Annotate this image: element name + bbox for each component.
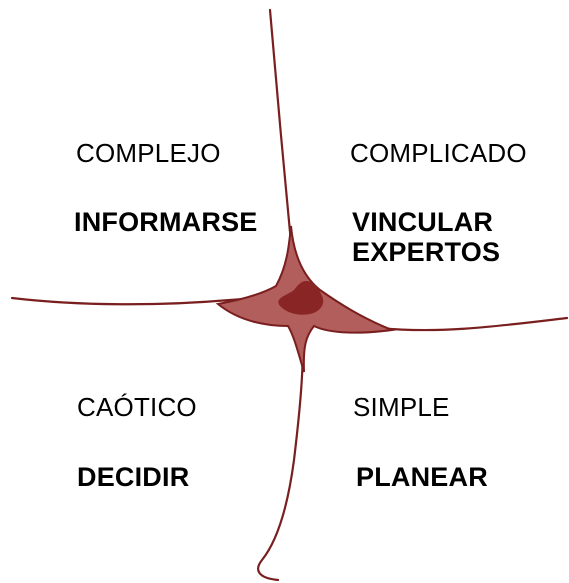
quadrant-complex-name: COMPLEJO [76,138,221,168]
quadrant-simple-action: PLANEAR [356,462,488,492]
quadrant-complicated-name: COMPLICADO [350,138,527,168]
quadrant-complicated-action: VINCULAR EXPERTOS [352,207,501,268]
quadrant-simple-name: SIMPLE [353,392,450,422]
quadrant-chaotic-name: CAÓTICO [77,392,197,422]
quadrant-complex-action: INFORMARSE [74,207,258,237]
quadrant-chaotic-action: DECIDIR [77,462,190,492]
disorder-core [278,280,324,315]
